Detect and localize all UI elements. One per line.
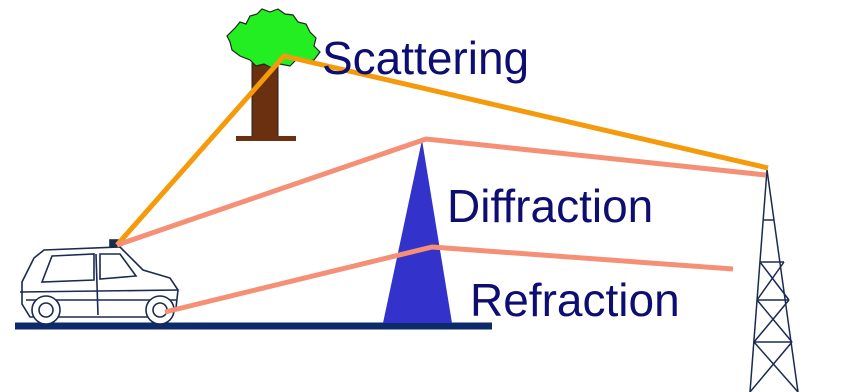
refraction-ray: [164, 244, 734, 315]
mountain-obstacle: [383, 140, 452, 323]
scattering-ray: [115, 53, 769, 247]
tower-icon: [749, 169, 799, 392]
car-icon: [19, 239, 179, 325]
label-scattering: Scattering: [322, 32, 530, 84]
tree-icon: [226, 8, 321, 141]
tree-base: [236, 136, 296, 141]
label-refraction: Refraction: [470, 274, 680, 326]
diffraction-ray: [116, 136, 767, 248]
car-window-rear: [99, 253, 138, 280]
label-diffraction: Diffraction: [447, 180, 654, 232]
tree-foliage: [226, 8, 321, 69]
tree-trunk: [251, 61, 279, 141]
car-window-front: [40, 253, 95, 283]
